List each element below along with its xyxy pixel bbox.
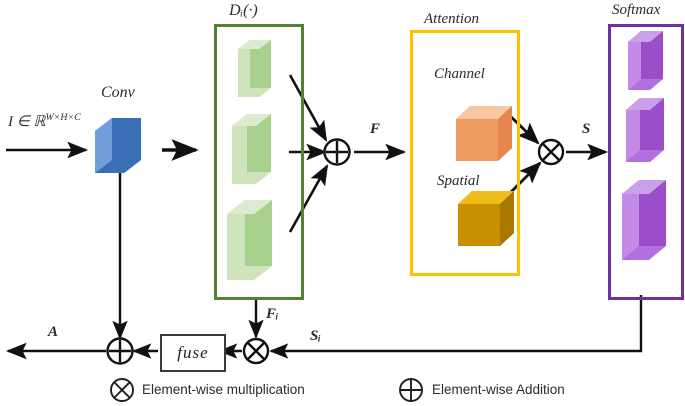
- legend-item-multiplication-label: Element-wise multiplication: [142, 382, 305, 397]
- dilation-slab-2: [232, 114, 271, 184]
- softmax-slab-3: [622, 180, 666, 260]
- label-a: A: [48, 324, 59, 340]
- legend-mul-icon: [110, 378, 134, 402]
- fuse-box[interactable]: fuse: [160, 334, 226, 372]
- arrow-softmax-to-mul: [269, 295, 643, 359]
- operator-add-fusion: [323, 138, 351, 166]
- label-softmax: Softmax: [612, 2, 661, 18]
- softmax-block-border: [608, 24, 684, 300]
- operator-mul-bottom: [242, 337, 270, 365]
- operator-mul-attention: [537, 138, 565, 166]
- softmax-slab-2: [626, 98, 664, 162]
- legend-item-addition-label: Element-wise Addition: [432, 382, 565, 397]
- label-input-superscript: W×H×C: [45, 112, 81, 123]
- label-f-i: Fᵢ: [266, 306, 279, 322]
- channel-cube: [456, 106, 512, 161]
- legend-add-icon: [399, 378, 423, 402]
- label-input-text: I ∈ ℝ: [8, 114, 46, 130]
- softmax-slab-1: [628, 31, 663, 90]
- label-conv: Conv: [101, 84, 135, 101]
- dilation-slab-3: [227, 200, 272, 280]
- label-input: I ∈ ℝW×H×C: [8, 112, 81, 131]
- arrow-slab1-to-add: [288, 74, 328, 142]
- fuse-label: fuse: [177, 343, 209, 362]
- arrow-spatial-to-mul: [507, 161, 542, 196]
- label-s-i: Sᵢ: [310, 328, 321, 344]
- attention-block-border: [410, 30, 520, 276]
- label-d-block: Dᵢ(·): [229, 2, 258, 19]
- label-spatial: Spatial: [437, 173, 480, 189]
- spatial-cube: [458, 191, 514, 246]
- dilation-block-border: [214, 24, 304, 300]
- conv-block: [95, 118, 141, 173]
- dilation-slab-1: [238, 40, 271, 97]
- operator-add-bottom: [106, 337, 134, 365]
- arrow-slab3-to-add: [288, 164, 329, 233]
- label-channel: Channel: [434, 66, 485, 82]
- label-f: F: [370, 121, 381, 137]
- label-s: S: [582, 121, 591, 137]
- label-attention: Attention: [424, 11, 479, 27]
